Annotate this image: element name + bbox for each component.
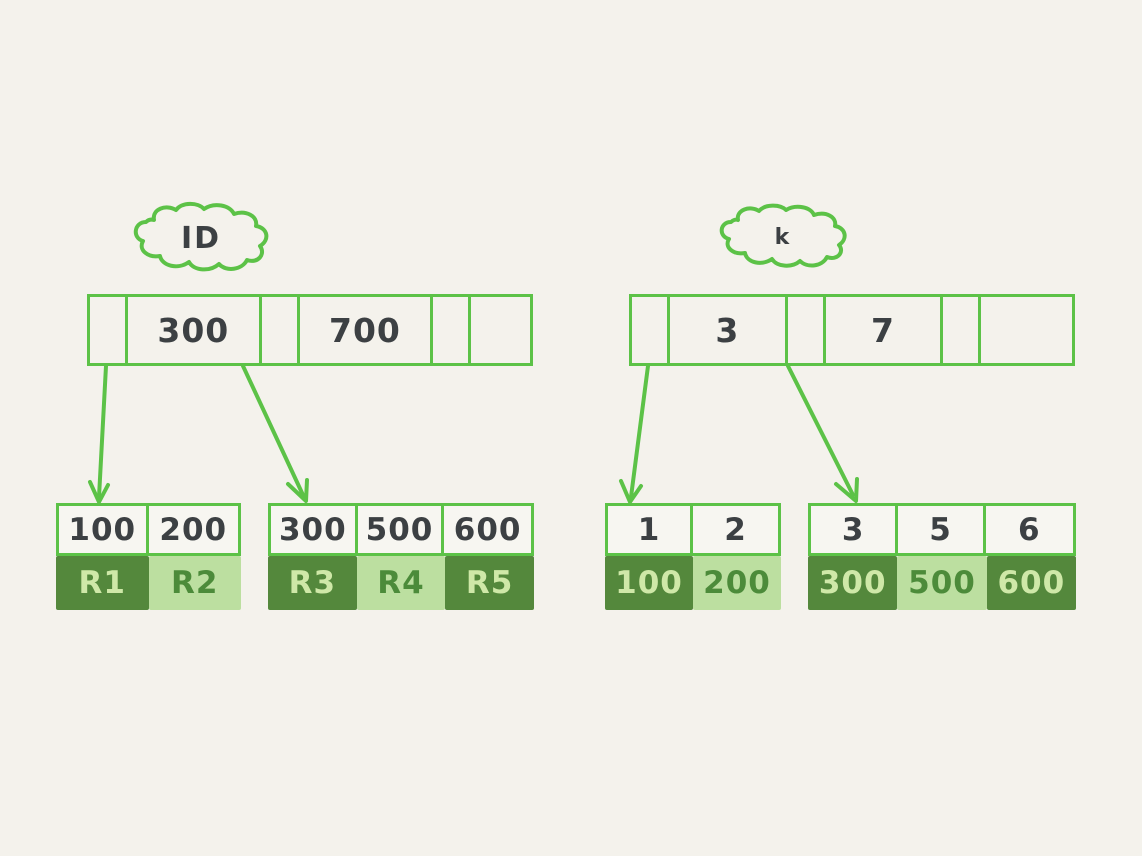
leaf-key-row: 3 5 6 bbox=[808, 503, 1076, 556]
arrow-left-first bbox=[88, 364, 110, 504]
root-node-k: 3 7 bbox=[629, 294, 1075, 366]
arrow-left-second bbox=[241, 364, 309, 503]
root-pointer-cell-4[interactable] bbox=[943, 297, 982, 363]
leaf-key-row: 100 200 bbox=[56, 503, 241, 556]
leaf-value-row: 300 500 600 bbox=[808, 556, 1076, 610]
leaf-key-cell: 1 bbox=[608, 506, 693, 553]
leaf-value-row: R3 R4 R5 bbox=[268, 556, 534, 610]
leaf-node-id-2: 300 500 600 R3 R4 R5 bbox=[268, 503, 534, 610]
leaf-value-cell: R2 bbox=[148, 556, 241, 610]
leaf-value-cell: 200 bbox=[693, 556, 781, 610]
leaf-value-row: R1 R2 bbox=[56, 556, 241, 610]
root-node-id: 300 700 bbox=[87, 294, 533, 366]
leaf-value-cell: R4 bbox=[356, 556, 446, 610]
root-key-cell-1: 300 bbox=[128, 297, 262, 363]
leaf-key-cell: 300 bbox=[271, 506, 358, 553]
leaf-node-id-1: 100 200 R1 R2 bbox=[56, 503, 241, 610]
leaf-node-k-1: 1 2 100 200 bbox=[605, 503, 781, 610]
leaf-value-cell: R1 bbox=[56, 556, 149, 610]
root-pointer-cell-2[interactable] bbox=[262, 297, 300, 363]
leaf-value-cell: 600 bbox=[986, 556, 1076, 610]
leaf-key-row: 300 500 600 bbox=[268, 503, 534, 556]
leaf-key-cell: 5 bbox=[898, 506, 986, 553]
arrow-right-second bbox=[786, 364, 859, 503]
root-key-cell-3: 700 bbox=[300, 297, 434, 363]
root-pointer-cell-0[interactable] bbox=[90, 297, 128, 363]
cloud-label-id: ID bbox=[180, 220, 222, 256]
root-pointer-cell-0[interactable] bbox=[632, 297, 670, 363]
cloud-shape-icon bbox=[133, 201, 269, 272]
root-empty-cell-5 bbox=[471, 297, 530, 363]
cloud-label-k: k bbox=[774, 224, 792, 250]
leaf-key-cell: 100 bbox=[59, 506, 149, 553]
leaf-value-cell: 500 bbox=[897, 556, 987, 610]
leaf-value-row: 100 200 bbox=[605, 556, 781, 610]
cloud-shape-icon bbox=[719, 203, 847, 268]
leaf-key-cell: 3 bbox=[811, 506, 899, 553]
leaf-value-cell: 300 bbox=[808, 556, 898, 610]
leaf-key-row: 1 2 bbox=[605, 503, 781, 556]
root-pointer-cell-4[interactable] bbox=[433, 297, 472, 363]
root-empty-cell-5 bbox=[981, 297, 1072, 363]
root-key-cell-1: 3 bbox=[670, 297, 788, 363]
leaf-key-cell: 500 bbox=[358, 506, 445, 553]
leaf-node-k-2: 3 5 6 300 500 600 bbox=[808, 503, 1076, 610]
cloud-bubble-k: k bbox=[712, 202, 854, 272]
cloud-bubble-id: ID bbox=[126, 200, 276, 276]
arrow-right-first bbox=[619, 364, 650, 504]
leaf-value-cell: R5 bbox=[445, 556, 534, 610]
leaf-value-cell: R3 bbox=[268, 556, 357, 610]
root-pointer-cell-2[interactable] bbox=[788, 297, 826, 363]
leaf-key-cell: 200 bbox=[159, 511, 228, 548]
root-key-cell-3: 7 bbox=[826, 297, 944, 363]
leaf-key-cell: 6 bbox=[1018, 511, 1041, 548]
leaf-key-cell: 2 bbox=[724, 511, 747, 548]
leaf-value-cell: 100 bbox=[605, 556, 693, 610]
leaf-key-cell: 600 bbox=[453, 511, 522, 548]
